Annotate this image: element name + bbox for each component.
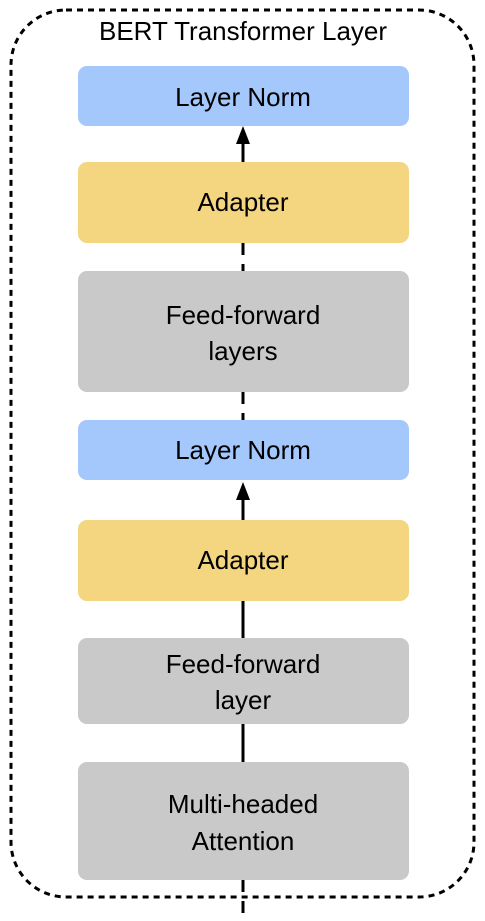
feed-forward-layers-label-line2: layers: [208, 336, 277, 366]
feed-forward-layer-label-line1: Feed-forward: [166, 649, 321, 679]
layer-norm-top-label: Layer Norm: [175, 82, 311, 112]
adapter-top-label: Adapter: [197, 187, 288, 217]
adapter-bottom-block: Adapter: [78, 520, 409, 601]
layer-norm-top-block: Layer Norm: [78, 66, 409, 126]
arrowhead-layernorm-bottom: [236, 482, 250, 500]
attention-box: [78, 762, 409, 880]
adapter-top-block: Adapter: [78, 162, 409, 243]
feed-forward-layers-label-line1: Feed-forward: [166, 300, 321, 330]
adapter-top-box: [78, 162, 409, 243]
layer-norm-bottom-block: Layer Norm: [78, 420, 409, 480]
feed-forward-layers-block: Feed-forward layers: [78, 271, 409, 392]
adapter-bottom-box: [78, 520, 409, 601]
attention-label-line1: Multi-headed: [168, 789, 318, 819]
feed-forward-layer-label-line2: layer: [215, 685, 272, 715]
layer-norm-bottom-label: Layer Norm: [175, 435, 311, 465]
feed-forward-layer-box: [78, 638, 409, 724]
attention-label-line2: Attention: [192, 826, 295, 856]
arrowhead-layernorm-top: [236, 126, 250, 144]
feed-forward-layers-box: [78, 271, 409, 392]
layer-norm-top-box: [78, 66, 409, 126]
feed-forward-layer-block: Feed-forward layer: [78, 638, 409, 724]
attention-block: Multi-headed Attention: [78, 762, 409, 880]
title-background: [76, 12, 412, 48]
layer-norm-bottom-box: [78, 420, 409, 480]
adapter-bottom-label: Adapter: [197, 545, 288, 575]
diagram-title: BERT Transformer Layer: [99, 16, 387, 46]
layer-frame: [9, 8, 476, 899]
